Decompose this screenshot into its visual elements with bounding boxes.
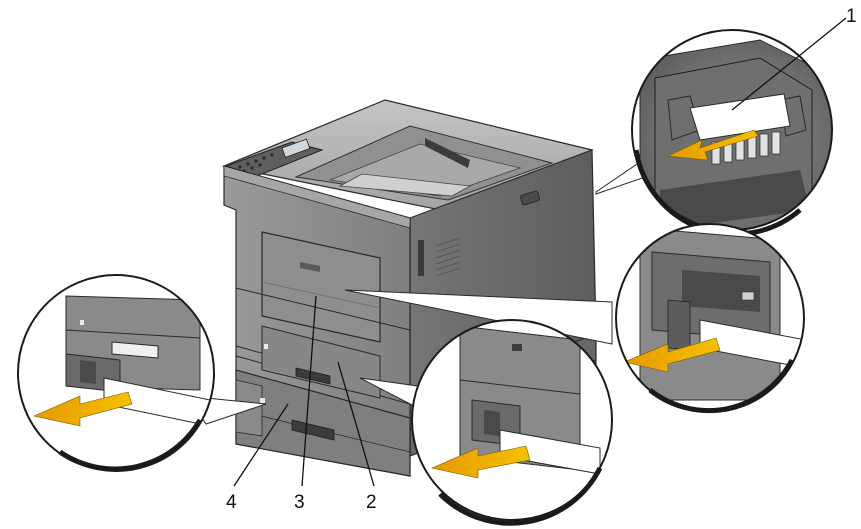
callout-leader-2	[337, 361, 375, 487]
callout-3: 3	[294, 492, 305, 513]
detail-rear-cover	[595, 29, 833, 237]
callout-4: 4	[226, 492, 237, 513]
detail-mpf-jam	[344, 223, 805, 414]
callout-leader-3	[301, 295, 317, 487]
jammed-paper-icon	[689, 93, 791, 141]
callout-leader-4	[233, 403, 289, 487]
callout-1: 1	[846, 6, 857, 27]
callout-leader-1	[731, 17, 847, 111]
detail-tray-jam-right	[359, 319, 613, 526]
pull-arrow-icon	[431, 445, 531, 479]
multipurpose-feeder-cover	[261, 231, 381, 343]
jammed-paper-icon	[699, 319, 804, 369]
pull-arrow-icon	[623, 337, 721, 373]
tray-1	[261, 325, 381, 399]
callout-2: 2	[366, 492, 377, 513]
pull-arrow-icon	[666, 129, 759, 161]
detail-tray-jam-left	[17, 274, 267, 472]
pull-arrow-icon	[33, 391, 133, 427]
